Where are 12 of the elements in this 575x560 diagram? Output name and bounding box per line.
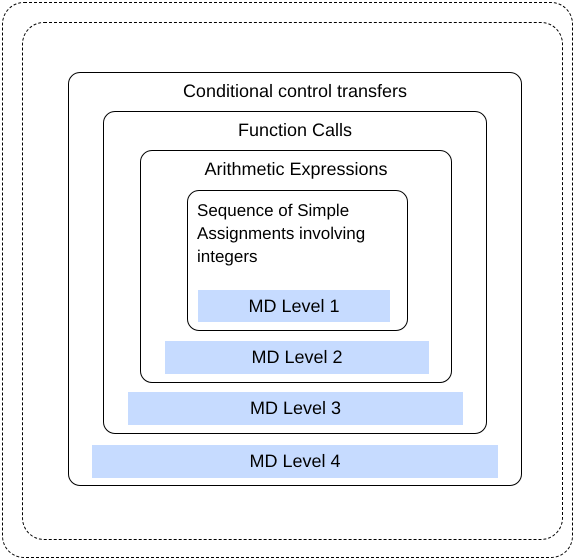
nested-box [140,150,452,383]
level-bar: MD Level 2 [165,341,429,374]
nested-box [103,111,487,434]
level-bar: MD Level 3 [128,392,463,425]
box-label: Conditional control transfers [182,80,408,103]
level-bar: MD Level 4 [92,445,498,478]
box-label: Arithmetic Expressions [203,158,389,181]
box-label: Function Calls [236,119,354,142]
nested-box [187,190,408,331]
nested-box [68,72,522,486]
level-bar: MD Level 1 [198,290,390,322]
box-label: Sequence of Simple Assignments involving integers [197,200,366,268]
